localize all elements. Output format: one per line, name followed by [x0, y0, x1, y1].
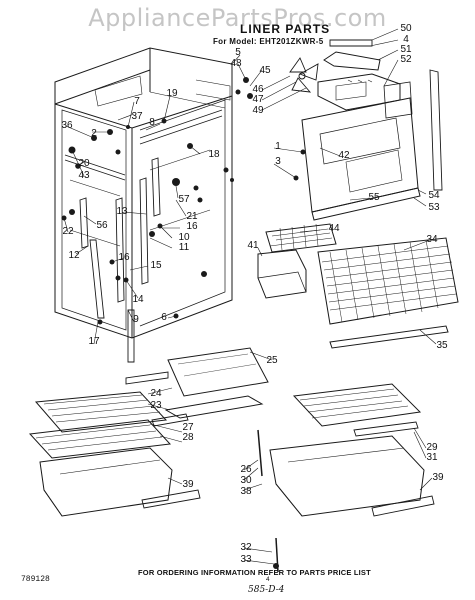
- callout-5: 5: [235, 47, 241, 58]
- callout-2: 2: [91, 128, 97, 139]
- callout-50: 50: [400, 23, 412, 34]
- callout-10: 10: [178, 232, 190, 243]
- callout-32: 32: [240, 542, 252, 553]
- handwritten-mark: 585-D-4: [248, 585, 285, 595]
- callout-53: 53: [428, 202, 440, 213]
- evaporator-fan-assembly: [290, 40, 400, 110]
- callout-28: 28: [182, 432, 194, 443]
- callout-42: 42: [338, 150, 350, 161]
- callout-45: 45: [259, 65, 271, 76]
- callout-20: 20: [78, 158, 90, 169]
- rear-panel: [302, 70, 442, 220]
- callout-21: 21: [186, 211, 198, 222]
- callout-43: 43: [78, 170, 90, 181]
- callout-18: 18: [208, 149, 220, 160]
- callout-23: 23: [150, 400, 162, 411]
- glass-shelf: [126, 348, 268, 426]
- callout-6: 6: [161, 312, 167, 323]
- callout-26: 26: [240, 464, 252, 475]
- ice-tray: [258, 224, 336, 298]
- callout-29: 29: [426, 442, 438, 453]
- page-number: 4: [266, 576, 270, 583]
- callout-4: 4: [403, 34, 409, 45]
- callout-38: 38: [240, 486, 252, 497]
- callout-3: 3: [275, 156, 281, 167]
- callout-17: 17: [88, 336, 100, 347]
- callout-39b: 39: [432, 472, 444, 483]
- callout-55: 55: [368, 192, 380, 203]
- callout-12: 12: [68, 250, 80, 261]
- callout-7: 7: [134, 96, 140, 107]
- callout-36: 36: [61, 120, 73, 131]
- document-number: 789128: [21, 575, 50, 584]
- callout-51: 51: [400, 44, 412, 55]
- callout-49: 49: [252, 105, 264, 116]
- callout-48: 48: [230, 58, 242, 69]
- callout-19: 19: [166, 88, 178, 99]
- callout-41: 41: [247, 240, 259, 251]
- callout-27: 27: [182, 422, 194, 433]
- callout-31: 31: [426, 452, 438, 463]
- freezer-wire-shelf: [318, 238, 458, 348]
- right-crisper-assembly: [258, 384, 434, 572]
- callout-34: 34: [426, 234, 438, 245]
- callout-24: 24: [150, 388, 162, 399]
- model-number: For Model: EHT201ZKWR-5: [213, 37, 324, 46]
- diagram-title: LINER PARTS: [240, 22, 331, 36]
- callout-15: 15: [150, 260, 162, 271]
- callout-8: 8: [149, 117, 155, 128]
- callout-47: 47: [252, 94, 264, 105]
- callout-16: 16: [186, 221, 198, 232]
- liner-cabinet: [55, 48, 232, 338]
- watermark: AppliancePartsPros.com: [88, 4, 387, 32]
- callout-9: 9: [133, 314, 139, 325]
- callout-14: 14: [132, 294, 144, 305]
- callout-11: 11: [178, 242, 190, 253]
- callout-35: 35: [436, 340, 448, 351]
- callout-16b: 16: [118, 252, 130, 263]
- callout-13: 13: [116, 206, 128, 217]
- callout-44: 44: [328, 223, 340, 234]
- callout-30: 30: [240, 475, 252, 486]
- left-crisper-assembly: [30, 392, 200, 516]
- ordering-footnote: FOR ORDERING INFORMATION REFER TO PARTS …: [138, 568, 371, 577]
- callout-1: 1: [275, 141, 281, 152]
- callout-37: 37: [131, 111, 143, 122]
- callout-57: 57: [178, 194, 190, 205]
- callout-52: 52: [400, 54, 412, 65]
- callout-33: 33: [240, 554, 252, 565]
- callout-25: 25: [266, 355, 278, 366]
- leader-lines: [64, 29, 436, 564]
- callout-56: 56: [96, 220, 108, 231]
- callout-54: 54: [428, 190, 440, 201]
- callout-46: 46: [252, 84, 264, 95]
- callout-39: 39: [182, 479, 194, 490]
- callout-22: 22: [62, 226, 74, 237]
